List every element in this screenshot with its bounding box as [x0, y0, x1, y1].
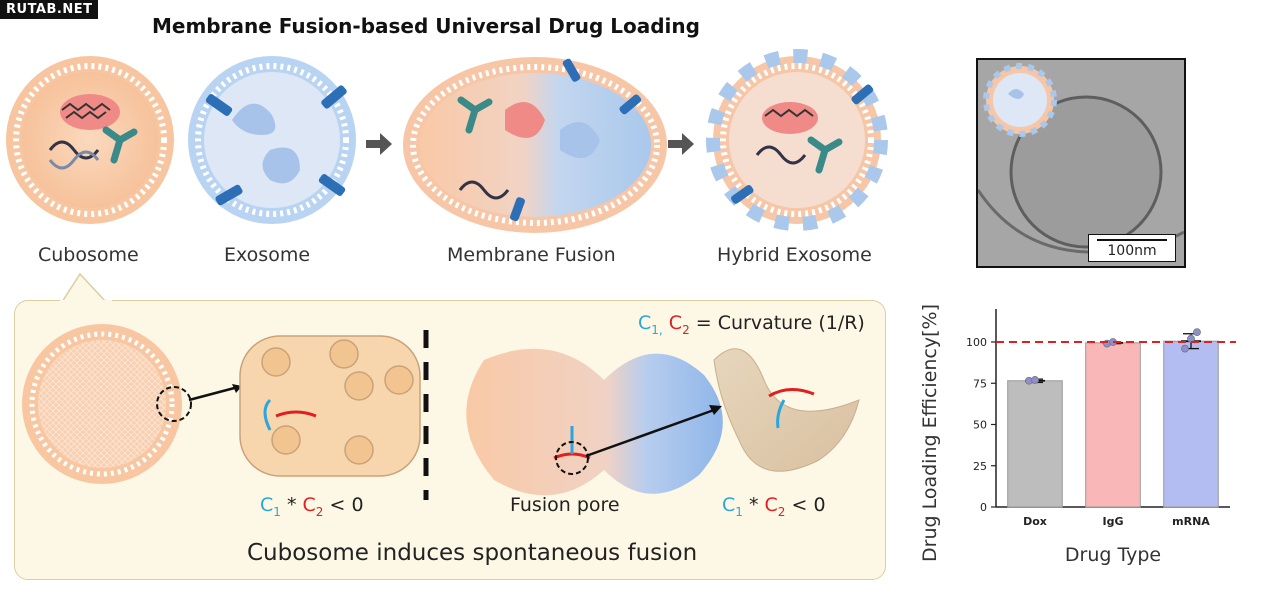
curvature-definition: C1, C2 = Curvature (1/R): [638, 312, 865, 337]
curvature-equation-lattice: C1 * C2 < 0: [260, 494, 364, 519]
y-tick-label: 100: [966, 336, 987, 349]
data-point: [1181, 344, 1189, 353]
data-point: [1031, 376, 1039, 384]
watermark: RUTAB.NET: [0, 0, 99, 19]
fusion-pore-label: Fusion pore: [510, 494, 620, 516]
y-tick-label: 75: [973, 377, 987, 390]
label-exosome: Exosome: [224, 244, 311, 266]
bar-dox: [1007, 380, 1063, 508]
mechanism-caption: Cubosome induces spontaneous fusion: [247, 540, 698, 566]
curvature-equation-saddle: C1 * C2 < 0: [722, 494, 826, 519]
label-cubosome: Cubosome: [38, 244, 139, 266]
hybrid-exosome-particle: [706, 49, 888, 231]
arrow-right-icon: [366, 133, 392, 155]
label-hybrid-exosome: Hybrid Exosome: [717, 244, 872, 266]
y-tick-label: 50: [973, 419, 987, 432]
tem-micrograph: [976, 58, 1186, 268]
bar-igg: [1085, 342, 1141, 508]
speech-tail: [60, 272, 112, 304]
y-tick-label: 0: [980, 501, 987, 514]
stage-illustrations: [6, 49, 888, 233]
fusion-particle: [403, 57, 667, 233]
figure-title: Membrane Fusion-based Universal Drug Loa…: [152, 14, 700, 38]
label-membrane-fusion: Membrane Fusion: [447, 244, 616, 266]
cubosome-particle: [6, 56, 174, 224]
y-tick-label: 25: [973, 460, 987, 473]
x-tick-label: IgG: [1103, 515, 1124, 528]
mechanism-illustrations: [22, 324, 860, 500]
x-tick-label: Dox: [1023, 515, 1047, 528]
x-tick-label: mRNA: [1172, 515, 1210, 528]
scale-bar: 100nm: [1088, 234, 1176, 262]
exosome-particle: [188, 56, 356, 224]
tem-inset-particle: [983, 63, 1057, 137]
x-axis-label: Drug Type: [1065, 544, 1161, 566]
data-point: [1193, 328, 1201, 336]
y-axis-label: Drug Loading Efficiency[%]: [919, 304, 941, 562]
arrow-right-icon: [668, 133, 694, 155]
bar-mrna: [1163, 340, 1219, 508]
